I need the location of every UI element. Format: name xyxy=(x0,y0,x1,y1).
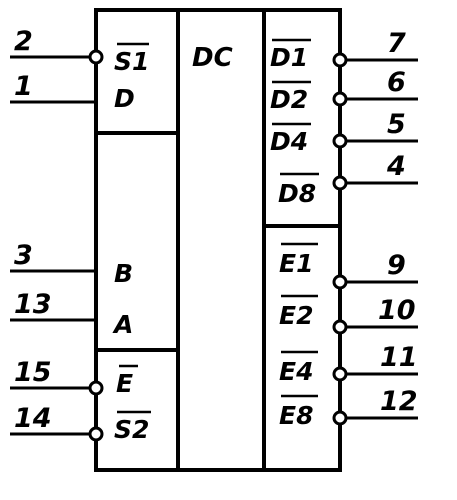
left-pin-1: 2 S1 xyxy=(10,26,149,76)
pin-label: E2 xyxy=(279,301,313,330)
inversion-bubble-icon xyxy=(88,49,104,65)
right-pin-6: 10 E2 xyxy=(279,294,418,335)
pin-label: E4 xyxy=(279,357,313,386)
inversion-bubble-icon xyxy=(332,274,348,290)
pin-number: 10 xyxy=(378,295,416,326)
inversion-bubble-icon xyxy=(332,91,348,107)
pin-label: A xyxy=(112,310,133,339)
left-pin-2: 1 D xyxy=(10,71,135,113)
right-pin-8: 12 E8 xyxy=(279,386,418,430)
right-pin-5: 9 E1 xyxy=(279,242,418,290)
inversion-bubble-icon xyxy=(332,52,348,68)
right-pin-3: 5 D4 xyxy=(270,109,418,156)
pin-number: 4 xyxy=(386,151,406,182)
pin-label: D8 xyxy=(278,179,316,208)
pin-label: E8 xyxy=(279,401,313,430)
pin-number: 6 xyxy=(387,67,406,98)
pin-number: 3 xyxy=(14,240,33,271)
pin-label: S2 xyxy=(114,415,149,444)
pin-label: E1 xyxy=(279,249,313,278)
right-pin-7: 11 E4 xyxy=(279,342,418,386)
pin-label: D2 xyxy=(270,85,308,114)
left-pin-6: 14 S2 xyxy=(10,403,151,444)
inversion-bubble-icon xyxy=(88,426,104,442)
left-pin-4: 13 A xyxy=(10,289,133,339)
pin-number: 5 xyxy=(387,109,406,140)
pin-label: D4 xyxy=(270,127,308,156)
pin-number: 12 xyxy=(380,386,418,417)
inversion-bubble-icon xyxy=(332,366,348,382)
inversion-bubble-icon xyxy=(332,175,348,191)
inversion-bubble-icon xyxy=(332,319,348,335)
pin-label: S1 xyxy=(114,47,149,76)
pin-number: 15 xyxy=(14,357,52,388)
chip-title: DC xyxy=(192,43,233,73)
pin-label: D1 xyxy=(270,43,308,72)
inversion-bubble-icon xyxy=(88,380,104,396)
pin-label: D xyxy=(114,84,135,113)
pin-number: 13 xyxy=(14,289,52,320)
left-pin-3: 3 B xyxy=(10,240,133,288)
pin-label: E xyxy=(116,369,133,398)
inversion-bubble-icon xyxy=(332,133,348,149)
chip-body xyxy=(94,8,342,472)
right-pin-4: 4 D8 xyxy=(278,151,418,208)
left-pin-5: 15 E xyxy=(10,357,138,398)
pin-number: 11 xyxy=(380,342,418,373)
right-pin-2: 6 D2 xyxy=(270,67,418,114)
pin-number: 14 xyxy=(14,403,52,434)
pin-number: 2 xyxy=(14,26,33,57)
pin-label: B xyxy=(114,259,133,288)
pin-number: 9 xyxy=(387,250,406,281)
right-pin-1: 7 D1 xyxy=(270,28,418,72)
pin-number: 1 xyxy=(14,71,33,102)
inversion-bubble-icon xyxy=(332,410,348,426)
pin-number: 7 xyxy=(387,28,406,59)
